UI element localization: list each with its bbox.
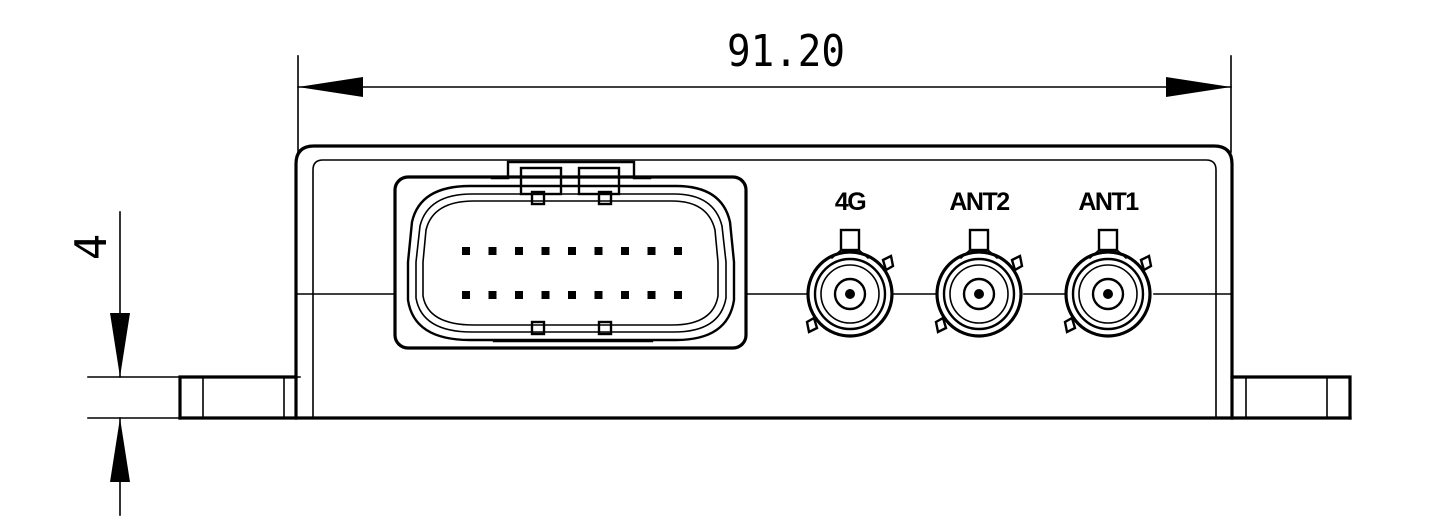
coax-tab [968, 228, 990, 252]
coax-ring-3 [820, 264, 880, 324]
connector-latch-tab-left [519, 166, 563, 196]
housing-outline [294, 144, 1234, 420]
bayonet-pin-top [1010, 254, 1024, 272]
connector-pin-grid [462, 247, 682, 299]
connector-key-top-right [597, 190, 613, 206]
connector-pin [621, 291, 629, 299]
coax-port-ant2: ANT2 [934, 188, 1024, 338]
coax-tab [839, 228, 861, 252]
connector-pin [515, 291, 523, 299]
connector-seal-outer [406, 184, 736, 342]
port-label: ANT2 [949, 188, 1009, 216]
thickness-dimension-value: 4 [66, 234, 117, 261]
bayonet-pin-top [881, 254, 895, 272]
coax-outer-ring [935, 250, 1023, 338]
bayonet-pin-bottom [1063, 316, 1077, 334]
connector-pin [515, 247, 523, 255]
coax-tab [1097, 228, 1119, 252]
connector-pin [488, 291, 497, 299]
connector-pin [541, 291, 550, 299]
connector-cavity [422, 200, 719, 326]
connector-key-bottom-right [597, 320, 613, 336]
multipin-connector [393, 160, 748, 350]
coax-center-pin [974, 289, 984, 299]
connector-shell [393, 175, 748, 350]
connector-pin [541, 247, 550, 255]
coax-ring-2 [1071, 257, 1145, 331]
coax-ring-3 [949, 264, 1009, 324]
coax-center-pin [1103, 289, 1113, 299]
bayonet-pin-bottom [934, 316, 948, 334]
thickness-arrow-top [110, 313, 130, 377]
connector-latch-tab-right [577, 166, 621, 196]
connector-pin [488, 247, 497, 255]
coax-ring-2 [813, 257, 887, 331]
coax-ring-3 [1078, 264, 1138, 324]
housing [178, 144, 1352, 420]
connector-pin [462, 247, 470, 255]
connector-pin [621, 247, 629, 255]
connector-pin [674, 247, 682, 255]
coax-outer-ring [806, 250, 894, 338]
coax-dielectric [833, 277, 867, 311]
coax-ports: 4G ANT2 ANT1 [805, 188, 1153, 338]
coax-outer-ring [1064, 250, 1152, 338]
coax-ring-2 [942, 257, 1016, 331]
bayonet-pin-top [1139, 254, 1153, 272]
flange-left-outline [178, 375, 298, 420]
width-dimension: 91.20 [297, 26, 1232, 153]
bayonet-pin-bottom [805, 316, 819, 334]
coax-port-ant1: ANT1 [1063, 188, 1153, 338]
port-label: 4G [835, 188, 865, 216]
connector-pin [647, 291, 656, 299]
mounting-flange-right [1230, 375, 1352, 420]
housing-lid-contour [312, 159, 1217, 419]
flange-right-outline [1230, 375, 1352, 420]
connector-pin [647, 247, 656, 255]
coax-port-4g: 4G [805, 188, 895, 338]
coax-dielectric [1091, 277, 1125, 311]
thickness-arrow-bottom [110, 418, 130, 482]
width-arrow-left [298, 77, 363, 97]
connector-key-top-left [530, 190, 546, 206]
thickness-dimension: 4 [66, 211, 301, 516]
connector-pin [594, 247, 603, 255]
coax-dielectric [962, 277, 996, 311]
connector-key-bottom-left [530, 320, 546, 336]
mounting-flange-left [178, 375, 298, 420]
port-label: ANT1 [1078, 188, 1139, 216]
connector-seal-inner [415, 193, 727, 333]
width-arrow-right [1166, 77, 1231, 97]
connector-pin [674, 291, 682, 299]
connector-pin [568, 291, 576, 299]
width-dimension-value: 91.20 [727, 26, 845, 77]
connector-pin [568, 247, 576, 255]
coax-center-pin [845, 289, 855, 299]
connector-pin [462, 291, 470, 299]
connector-pin [594, 291, 603, 299]
